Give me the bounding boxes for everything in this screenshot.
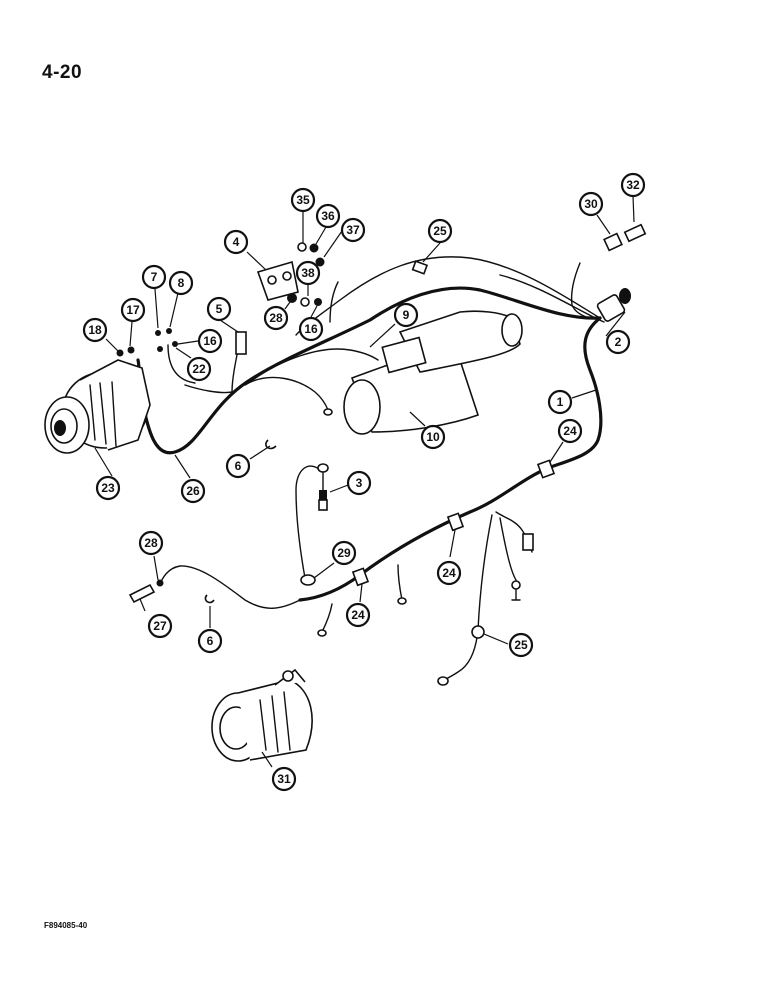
callout-28-upper-label: 28 xyxy=(269,311,283,325)
callout-16-upper-label: 16 xyxy=(304,322,318,336)
callout-10: 10 xyxy=(420,424,446,450)
figure-code: F894085-40 xyxy=(44,921,88,930)
callout-27: 27 xyxy=(147,613,173,639)
callout-23: 23 xyxy=(95,475,121,501)
callout-2-label: 2 xyxy=(615,335,622,349)
callout-4-label: 4 xyxy=(233,235,240,249)
callout-16-upper: 16 xyxy=(298,316,324,342)
leader-lines xyxy=(94,195,635,768)
callout-27-label: 27 xyxy=(153,619,167,633)
callout-26-label: 26 xyxy=(186,484,200,498)
callout-28-upper: 28 xyxy=(263,305,289,331)
alternator xyxy=(44,359,151,454)
callout-18-label: 18 xyxy=(88,323,102,337)
callout-30-label: 30 xyxy=(584,197,598,211)
callout-6-upper-label: 6 xyxy=(235,459,242,473)
callout-6-lower-label: 6 xyxy=(207,634,214,648)
callout-25-lower-label: 25 xyxy=(514,638,528,652)
callout-31: 31 xyxy=(271,766,297,792)
callout-24-right: 24 xyxy=(557,418,583,444)
callout-22: 22 xyxy=(186,356,212,382)
callout-25-upper-label: 25 xyxy=(433,224,447,238)
callout-24-low: 24 xyxy=(436,560,462,586)
hardware-fasteners xyxy=(116,242,325,587)
callout-26: 26 xyxy=(180,478,206,504)
callout-24-mid-label: 24 xyxy=(351,608,365,622)
callout-9: 9 xyxy=(393,302,419,328)
solenoid-bracket xyxy=(235,260,299,355)
callout-28-lower: 28 xyxy=(138,530,164,556)
callout-2: 2 xyxy=(605,329,631,355)
callout-35-label: 35 xyxy=(296,193,310,207)
ac-compressor xyxy=(211,668,313,762)
callout-3-label: 3 xyxy=(356,476,363,490)
callout-8-label: 8 xyxy=(178,276,185,290)
callout-23-label: 23 xyxy=(101,481,115,495)
callout-16-lower: 16 xyxy=(197,328,223,354)
callout-7: 7 xyxy=(141,264,167,290)
callout-38: 38 xyxy=(295,260,321,286)
callout-16-lower-label: 16 xyxy=(203,334,217,348)
callout-22-label: 22 xyxy=(192,362,206,376)
starter-motor xyxy=(343,310,523,435)
connectors-and-sensors xyxy=(128,223,647,604)
callout-24-low-label: 24 xyxy=(442,566,456,580)
callout-32: 32 xyxy=(620,172,646,198)
callout-35: 35 xyxy=(290,187,316,213)
callout-8: 8 xyxy=(168,270,194,296)
callout-4: 4 xyxy=(223,229,249,255)
callout-36: 36 xyxy=(315,203,341,229)
callout-25-upper: 25 xyxy=(427,218,453,244)
main-harness-wires xyxy=(136,256,605,681)
callout-1: 1 xyxy=(547,389,573,415)
callout-6-lower: 6 xyxy=(197,628,223,654)
callout-5: 5 xyxy=(206,296,232,322)
callout-32-label: 32 xyxy=(626,178,640,192)
callout-7-label: 7 xyxy=(151,270,158,284)
callout-37: 37 xyxy=(340,217,366,243)
callout-31-label: 31 xyxy=(277,772,291,786)
callout-29-label: 29 xyxy=(337,546,351,560)
callout-28-lower-label: 28 xyxy=(144,536,158,550)
callout-30: 30 xyxy=(578,191,604,217)
clips-and-terminals xyxy=(204,260,556,686)
callout-24-mid: 24 xyxy=(345,602,371,628)
page-number: 4-20 xyxy=(42,62,83,83)
callout-5-label: 5 xyxy=(216,302,223,316)
callout-6-upper: 6 xyxy=(225,453,251,479)
callout-3: 3 xyxy=(346,470,372,496)
callout-17: 17 xyxy=(120,297,146,323)
callout-37-label: 37 xyxy=(346,223,360,237)
callout-1-label: 1 xyxy=(557,395,564,409)
callout-36-label: 36 xyxy=(321,209,335,223)
callout-17-label: 17 xyxy=(126,303,140,317)
callout-29: 29 xyxy=(331,540,357,566)
callout-18: 18 xyxy=(82,317,108,343)
callout-9-label: 9 xyxy=(403,308,410,322)
callout-24-right-label: 24 xyxy=(563,424,577,438)
callout-10-label: 10 xyxy=(426,430,440,444)
callout-25-lower: 25 xyxy=(508,632,534,658)
callout-38-label: 38 xyxy=(301,266,315,280)
